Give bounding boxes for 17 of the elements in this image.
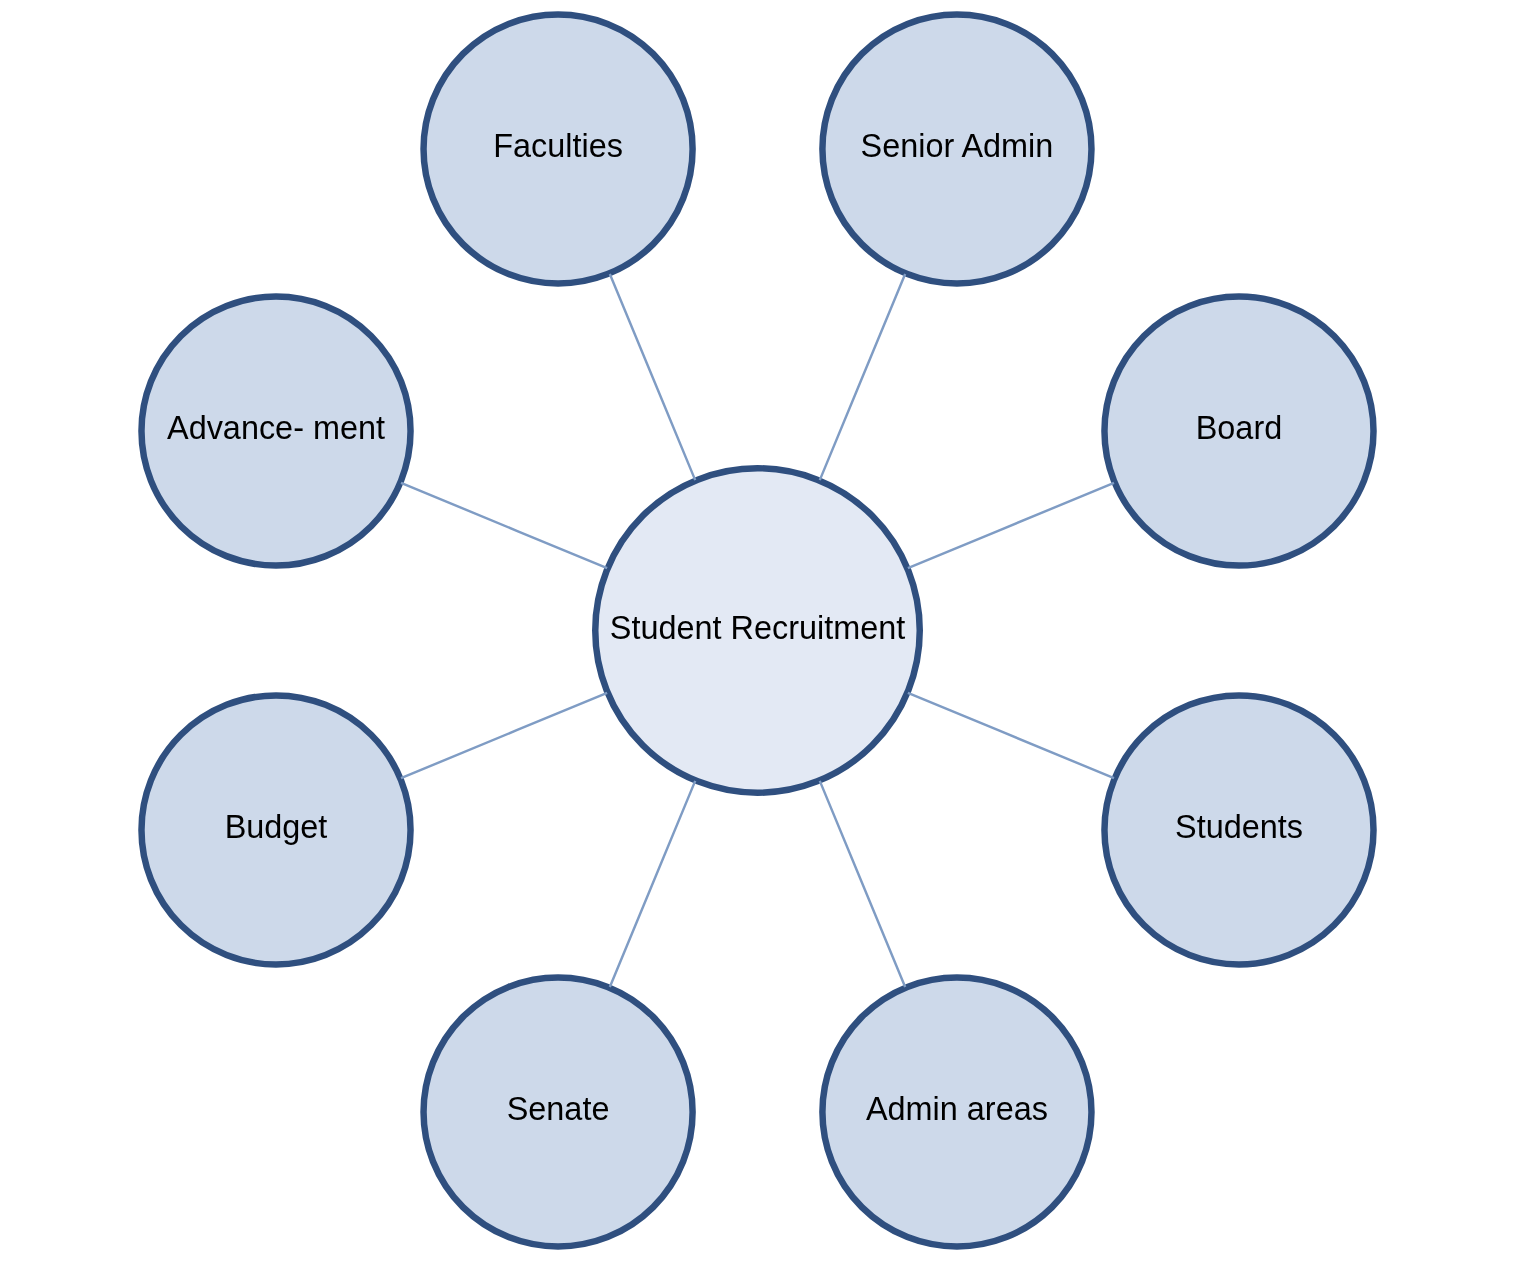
connector [906, 481, 1114, 570]
node-circle: Board [1100, 293, 1377, 569]
connector [608, 273, 696, 481]
connector [818, 780, 906, 988]
connector [906, 691, 1114, 780]
connector [608, 780, 696, 988]
node-circle: Students [1100, 692, 1377, 968]
connector [400, 691, 608, 780]
node-circle: Senate [419, 974, 696, 1250]
node-circle: Senior Admin [818, 11, 1095, 287]
node-circle: Student Recruitment [591, 465, 923, 796]
node-circle: Advance- ment [137, 293, 414, 569]
node-circle: Faculties [419, 11, 696, 287]
node-circle: Budget [137, 692, 414, 968]
connector [818, 273, 906, 481]
node-circle: Admin areas [818, 974, 1095, 1250]
connector [400, 481, 608, 570]
